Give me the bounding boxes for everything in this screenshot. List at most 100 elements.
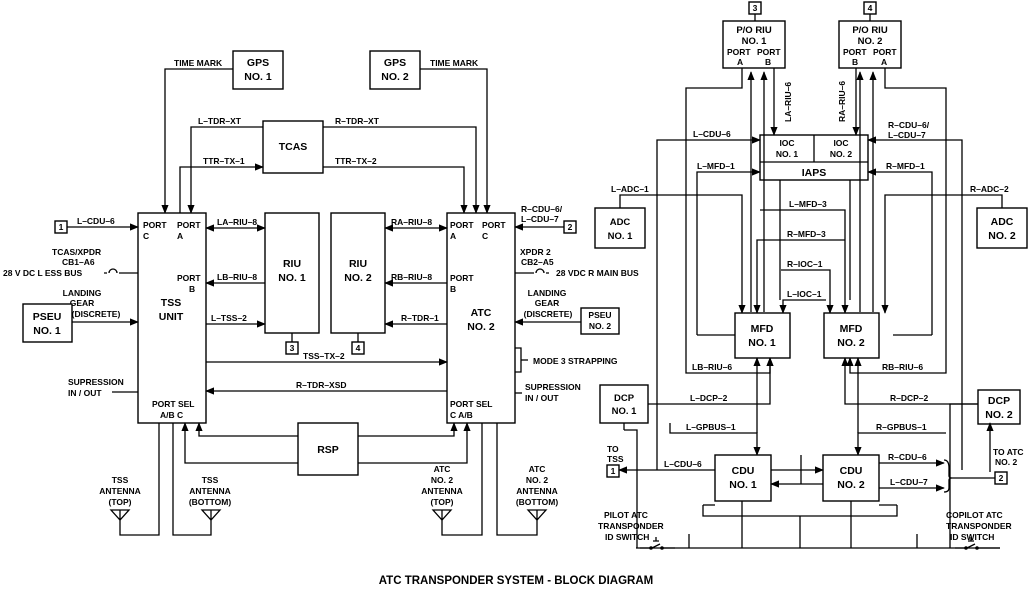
mfd-1-box: MFD NO. 1	[734, 312, 791, 359]
svg-text:1: 1	[59, 222, 64, 232]
pilot-id-switch: PILOT ATC TRANSPONDER ID SWITCH	[598, 510, 675, 550]
svg-text:CB2–A5: CB2–A5	[521, 257, 554, 267]
svg-text:3: 3	[290, 343, 295, 353]
svg-text:A: A	[737, 57, 743, 67]
svg-text:(DISCRETE): (DISCRETE)	[72, 309, 121, 319]
svg-text:NO. 1: NO. 1	[776, 149, 798, 159]
svg-text:L–MFD–3: L–MFD–3	[789, 199, 827, 209]
svg-text:PSEU: PSEU	[33, 311, 62, 323]
svg-text:PORT: PORT	[177, 273, 201, 283]
svg-text:IN / OUT: IN / OUT	[525, 393, 559, 403]
svg-text:NO. 2: NO. 2	[837, 479, 865, 491]
atc-top-antenna: ATC NO. 2 ANTENNA (TOP)	[421, 423, 483, 536]
mfd-2-box: MFD NO. 2	[823, 312, 880, 359]
iaps-cdu-wires: L–CDU–6 R–CDU–6/ L–CDU–7	[656, 120, 963, 470]
svg-text:A: A	[450, 231, 456, 241]
rsp-wires	[181, 422, 471, 464]
svg-text:MFD: MFD	[751, 323, 774, 335]
svg-text:CDU: CDU	[732, 465, 755, 477]
mode3-strapping: MODE 3 STRAPPING	[515, 347, 618, 373]
svg-text:R–GPBUS–1: R–GPBUS–1	[876, 422, 927, 432]
svg-text:2: 2	[568, 222, 573, 232]
gps-1-box: GPS NO. 1	[232, 50, 284, 90]
svg-text:L–CDU–7: L–CDU–7	[890, 477, 928, 487]
svg-text:R–TDR–XT: R–TDR–XT	[335, 116, 380, 126]
ref-1-right: TO TSS 1 L–CDU–6	[606, 444, 715, 478]
svg-text:A: A	[177, 231, 183, 241]
iaps-box: IOC NO. 1 IOC NO. 2 IAPS	[759, 134, 869, 181]
svg-text:R–DCP–2: R–DCP–2	[890, 393, 929, 403]
svg-text:GPS: GPS	[247, 57, 269, 69]
svg-text:NO. 1: NO. 1	[729, 479, 757, 491]
svg-text:NO. 1: NO. 1	[33, 325, 61, 337]
svg-text:TSS–TX–2: TSS–TX–2	[303, 351, 345, 361]
svg-text:L–CDU–6: L–CDU–6	[664, 459, 702, 469]
svg-text:R–CDU–6/: R–CDU–6/	[888, 120, 930, 130]
tcas-box: TCAS	[262, 120, 324, 174]
svg-text:PORT SEL: PORT SEL	[450, 399, 493, 409]
svg-text:P/O RIU: P/O RIU	[736, 25, 772, 36]
cdu-1-box: CDU NO. 1	[714, 454, 772, 502]
svg-text:R–CDU–6: R–CDU–6	[888, 452, 927, 462]
svg-text:TRANSPONDER: TRANSPONDER	[946, 521, 1012, 531]
svg-text:RIU: RIU	[349, 258, 367, 270]
riu-2-box: RIU NO. 2	[330, 212, 386, 334]
svg-text:B: B	[765, 57, 771, 67]
svg-text:TO ATC: TO ATC	[993, 447, 1024, 457]
svg-text:NO. 2: NO. 2	[995, 457, 1017, 467]
svg-text:TSS: TSS	[607, 454, 624, 464]
svg-text:LA–RIU–6: LA–RIU–6	[783, 82, 793, 122]
svg-text:NO. 2: NO. 2	[589, 321, 611, 331]
svg-text:4: 4	[356, 343, 361, 353]
svg-text:TTR–TX–1: TTR–TX–1	[203, 156, 245, 166]
svg-text:NO. 1: NO. 1	[748, 337, 776, 349]
svg-text:R–MFD–1: R–MFD–1	[886, 161, 925, 171]
ttr-tx-wires: TTR–TX–1 TTR–TX–2	[179, 156, 468, 214]
svg-text:R–CDU–6/: R–CDU–6/	[521, 204, 563, 214]
svg-text:C: C	[143, 231, 149, 241]
svg-text:COPILOT ATC: COPILOT ATC	[946, 510, 1003, 520]
svg-text:IOC: IOC	[833, 138, 848, 148]
svg-text:LB–RIU–6: LB–RIU–6	[692, 362, 732, 372]
svg-text:L–CDU–6: L–CDU–6	[693, 129, 731, 139]
svg-text:ID SWITCH: ID SWITCH	[605, 532, 649, 542]
svg-text:PORT: PORT	[757, 47, 781, 57]
svg-text:ANTENNA: ANTENNA	[516, 486, 558, 496]
ref-2-left: 2 R–CDU–6/ L–CDU–7	[514, 204, 577, 234]
svg-text:PORT: PORT	[727, 47, 751, 57]
svg-text:NO. 2: NO. 2	[858, 36, 883, 47]
svg-text:4: 4	[868, 3, 873, 13]
svg-text:L–TDR–XT: L–TDR–XT	[198, 116, 242, 126]
tss-top-antenna: TSS ANTENNA (TOP)	[99, 423, 160, 536]
svg-text:B: B	[189, 284, 195, 294]
cdu-cross-wires	[770, 455, 824, 488]
svg-text:R–MFD–3: R–MFD–3	[787, 229, 826, 239]
svg-text:L–MFD–1: L–MFD–1	[697, 161, 735, 171]
gpbus-wires: L–GPBUS–1 R–GPBUS–1	[669, 357, 946, 456]
copilot-id-switch: COPILOT ATC TRANSPONDER ID SWITCH	[946, 510, 1012, 550]
svg-text:NO. 1: NO. 1	[742, 36, 768, 47]
svg-text:CDU: CDU	[840, 465, 863, 477]
svg-text:P/O RIU: P/O RIU	[852, 25, 888, 36]
svg-text:(BOTTOM): (BOTTOM)	[516, 497, 559, 507]
svg-text:R–TDR–XSD: R–TDR–XSD	[296, 380, 347, 390]
svg-text:PORT: PORT	[482, 220, 506, 230]
svg-text:DCP: DCP	[614, 393, 635, 404]
svg-text:A/B C: A/B C	[160, 410, 183, 420]
svg-text:PORT: PORT	[450, 273, 474, 283]
svg-text:R–ADC–2: R–ADC–2	[970, 184, 1009, 194]
svg-text:2: 2	[999, 473, 1004, 483]
diagram-title: ATC TRANSPONDER SYSTEM - BLOCK DIAGRAM	[379, 575, 654, 587]
svg-text:XPDR 2: XPDR 2	[520, 247, 551, 257]
svg-text:ADC: ADC	[610, 217, 631, 228]
svg-text:L–CDU–7: L–CDU–7	[521, 214, 559, 224]
svg-text:DCP: DCP	[988, 395, 1010, 407]
svg-text:NO. 2: NO. 2	[830, 149, 852, 159]
svg-text:NO. 1: NO. 1	[244, 71, 272, 83]
svg-text:GEAR: GEAR	[70, 298, 95, 308]
svg-text:NO. 1: NO. 1	[612, 406, 638, 417]
svg-text:RIU: RIU	[283, 258, 301, 270]
rsp-box: RSP	[297, 422, 359, 476]
svg-text:NO. 2: NO. 2	[988, 230, 1016, 242]
